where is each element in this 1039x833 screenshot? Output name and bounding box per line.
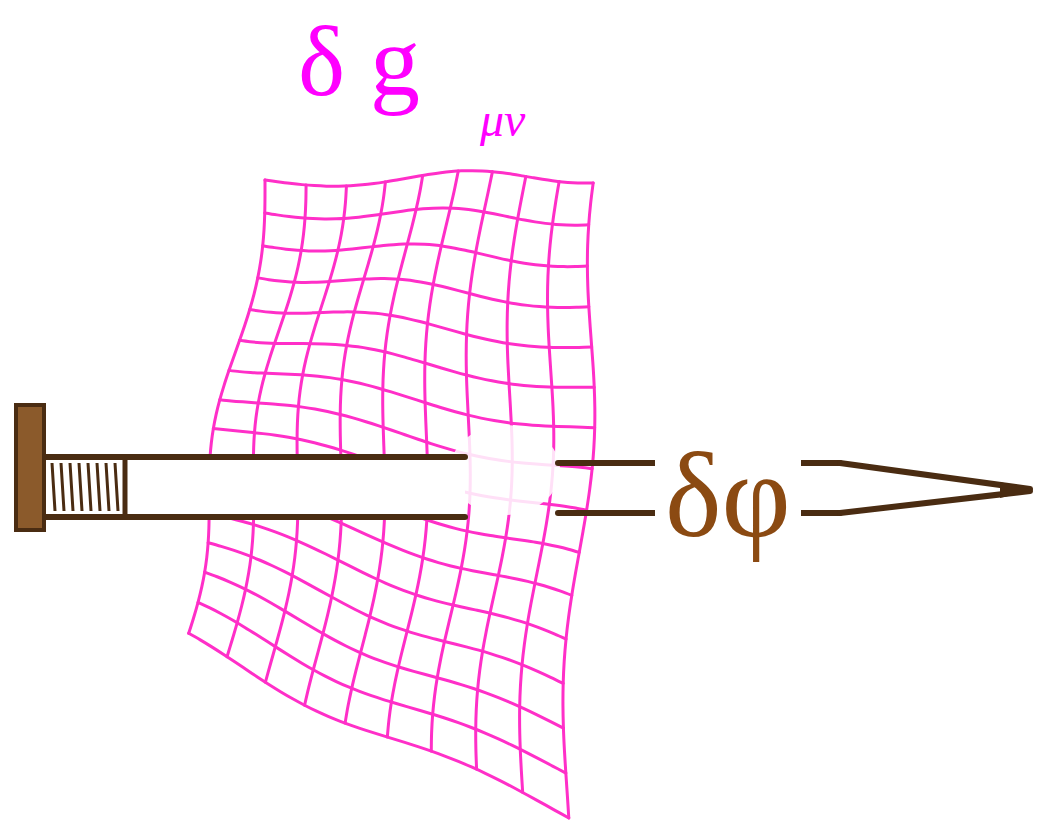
grid-line <box>250 309 592 347</box>
metric-indices: μν <box>480 96 525 144</box>
grid-line <box>563 183 595 818</box>
grid-line <box>263 244 588 267</box>
pierce-glow <box>450 425 560 515</box>
hatch-line <box>61 463 64 511</box>
grid-line <box>205 572 564 728</box>
grid-line <box>345 175 423 723</box>
nail-head <box>16 405 44 530</box>
hatch-line <box>79 463 82 511</box>
shaft-line <box>45 514 465 520</box>
plunger-line <box>123 460 128 515</box>
hatch-line <box>106 463 109 511</box>
metric-variation: δ g <box>298 12 420 112</box>
grid-line <box>240 340 595 387</box>
hatch-line <box>52 463 55 511</box>
grid-line <box>258 278 589 308</box>
hatch-line <box>97 463 100 511</box>
grid-line <box>198 602 566 773</box>
grid-line <box>265 208 589 225</box>
hatch-line <box>88 463 91 511</box>
tip-point <box>1000 482 1032 498</box>
grid-line <box>229 370 595 427</box>
grid-line <box>265 171 593 187</box>
grid-line <box>189 180 265 633</box>
grid-line <box>209 514 566 639</box>
grid-line <box>189 633 569 818</box>
shaft-line <box>45 454 465 460</box>
plunger-hatch <box>52 463 118 511</box>
hatch-line <box>115 463 118 511</box>
hatch-line <box>70 463 73 511</box>
shaft-body <box>45 457 465 517</box>
field-variation: δφ <box>655 436 801 556</box>
